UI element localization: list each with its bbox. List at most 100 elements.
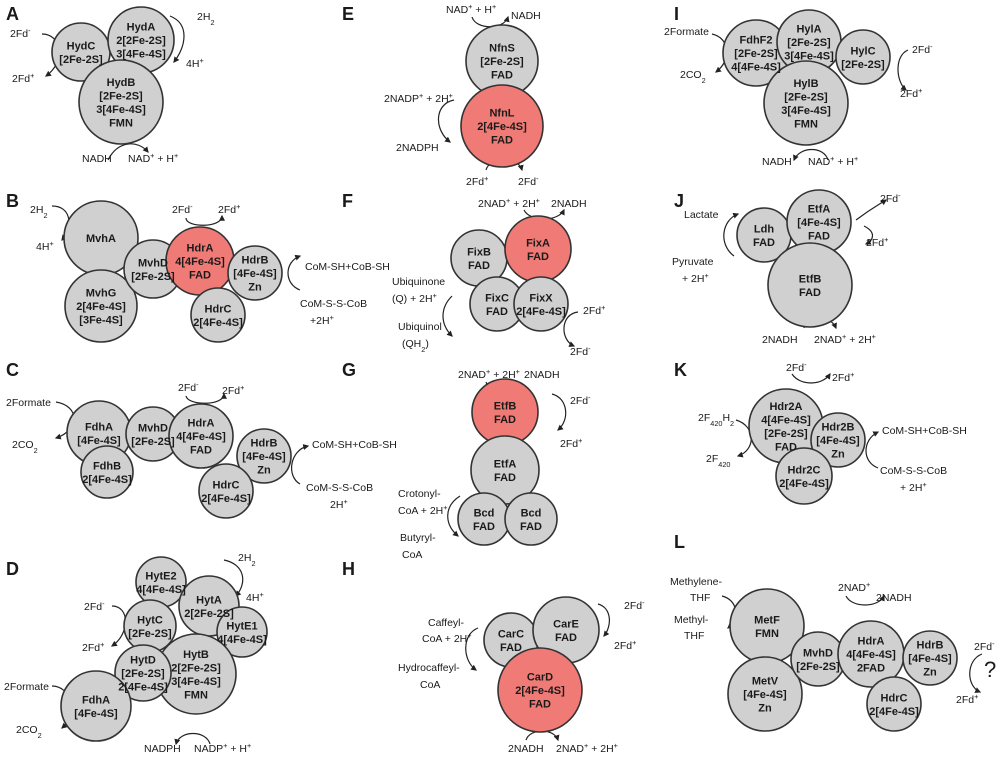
subunit-label-line: 2[4Fe-4S] xyxy=(82,474,132,486)
subunit-label-line: Zn xyxy=(248,282,262,294)
subunit-label-line: [4Fe-4S] xyxy=(242,451,286,463)
panel-letter: E xyxy=(342,4,354,24)
label-run: 2NAD xyxy=(838,582,866,594)
subunit-label-line: FMN xyxy=(794,118,818,130)
subunit-label: FdhA[4Fe-4S] xyxy=(74,694,118,720)
subunit-label-line: FAD xyxy=(190,445,212,457)
label-run: Caffeyl- xyxy=(428,617,464,629)
subunit-label-line: MvhA xyxy=(86,233,116,245)
metabolite-label: Butyryl- xyxy=(400,532,436,544)
label-run: - xyxy=(804,360,807,369)
metabolite-label: CoM-S-S-CoB xyxy=(300,298,367,310)
subunit-label-line: 3[4Fe-4S] xyxy=(116,49,166,61)
label-run: 2NADPH xyxy=(396,142,439,154)
subunit-label-line: 2[4Fe-4S] xyxy=(193,317,243,329)
label-run: 420 xyxy=(710,419,722,428)
subunit-label-line: [2Fe-2S] xyxy=(131,271,175,283)
subunit-label-line: [2Fe-2S] xyxy=(131,436,175,448)
panel-letter: K xyxy=(674,360,687,380)
subunit-label-line: FAD xyxy=(189,270,211,282)
label-run: 2 xyxy=(421,345,425,354)
metabolite-label: 2NADH xyxy=(876,592,912,604)
label-run: + xyxy=(584,741,588,750)
label-run: + xyxy=(223,741,227,750)
label-run: + 2H xyxy=(846,334,871,346)
subunit-label: Hdr2C 2[4Fe-4S] xyxy=(779,464,829,490)
metabolite-label: 2NADPH xyxy=(396,142,439,154)
subunit-label-line: MvhD xyxy=(138,257,168,269)
label-run: + xyxy=(433,291,437,300)
label-run: 2NAD xyxy=(458,369,486,381)
panel-letter: I xyxy=(674,4,679,24)
subunit-label-line: FAD xyxy=(527,251,549,263)
metabolite-label: NAD+ + H+ xyxy=(128,151,178,166)
label-run: NADP xyxy=(194,743,223,755)
subunit-label-line: NfnL xyxy=(489,108,514,120)
label-run: 2Fd xyxy=(172,204,190,216)
metabolite-label: Pyruvate xyxy=(672,256,714,268)
subunit-label-line: 2[4Fe-4S] xyxy=(779,478,829,490)
metabolite-label: 2Fd+ xyxy=(832,370,854,385)
subunit-metv xyxy=(727,656,803,732)
subunit-hdrc xyxy=(198,463,254,519)
label-run: 2F xyxy=(706,453,718,465)
subunit-label-line: HydA xyxy=(127,22,156,34)
subunit-label-line: HdrC xyxy=(881,692,908,704)
subunit-mvhg xyxy=(64,269,138,343)
label-run: + 2H xyxy=(510,198,535,210)
subunit-label-line: FdhA xyxy=(85,421,113,433)
metabolite-label: 4H+ xyxy=(36,239,54,254)
label-run: + xyxy=(419,91,423,100)
subunit-label-line: 2[2Fe-2S] xyxy=(184,608,234,620)
metabolite-label: 2CO2 xyxy=(680,69,706,85)
label-run: NAD xyxy=(446,4,469,16)
panel-letter: L xyxy=(674,532,685,552)
reaction-arrow xyxy=(969,653,983,693)
metabolite-label: CoA + 2H+ xyxy=(422,631,472,646)
subunit-label-line: 2[4Fe-4S] xyxy=(869,706,919,718)
subunit-label-line: HdrB xyxy=(242,255,269,267)
metabolite-label: 2NAD+ + 2H+ xyxy=(478,196,540,211)
subunit-label-line: FdhA xyxy=(82,694,110,706)
label-run: + xyxy=(536,196,540,205)
metabolite-label: 2NADP+ + 2H+ xyxy=(384,91,453,106)
subunit-label-line: EtfB xyxy=(799,273,822,285)
label-run: + xyxy=(578,436,582,445)
label-run: + xyxy=(343,497,347,506)
reaction-arrow xyxy=(185,214,225,226)
subunit-label-line: 3[4Fe-4S] xyxy=(784,51,834,63)
label-run: CoA + 2H xyxy=(422,633,467,645)
reaction-arrow xyxy=(169,15,185,63)
label-run: 2Fd xyxy=(866,237,884,249)
metabolite-label: NAD+ + H+ xyxy=(808,154,858,169)
reaction-arrow xyxy=(291,444,310,485)
subunit-label: MvhD[2Fe-2S] xyxy=(796,647,840,673)
label-run: NAD xyxy=(808,156,831,168)
label-run: 2Fd xyxy=(974,641,992,653)
metabolite-label: 2Fd- xyxy=(786,360,807,375)
metabolite-label: CoM-SH+CoB-SH xyxy=(305,261,390,273)
metabolite-label: 2Fd+ xyxy=(466,174,488,189)
label-run: - xyxy=(588,393,591,402)
label-run: + 2H xyxy=(423,93,448,105)
label-run: 2Fd xyxy=(570,346,588,358)
reaction-arrow xyxy=(185,392,227,404)
subunit-label-line: Hdr2C xyxy=(787,464,820,476)
subunit-hydb xyxy=(78,59,164,145)
subunit-label-line: FAD xyxy=(473,521,495,533)
label-run: + xyxy=(704,271,708,280)
label-run: 2 xyxy=(38,731,42,740)
label-run: + xyxy=(884,235,888,244)
label-run: 2Fd xyxy=(570,395,588,407)
label-run: 2Formate xyxy=(6,397,51,409)
metabolite-label: 2NAD+ + 2H+ xyxy=(458,367,520,382)
